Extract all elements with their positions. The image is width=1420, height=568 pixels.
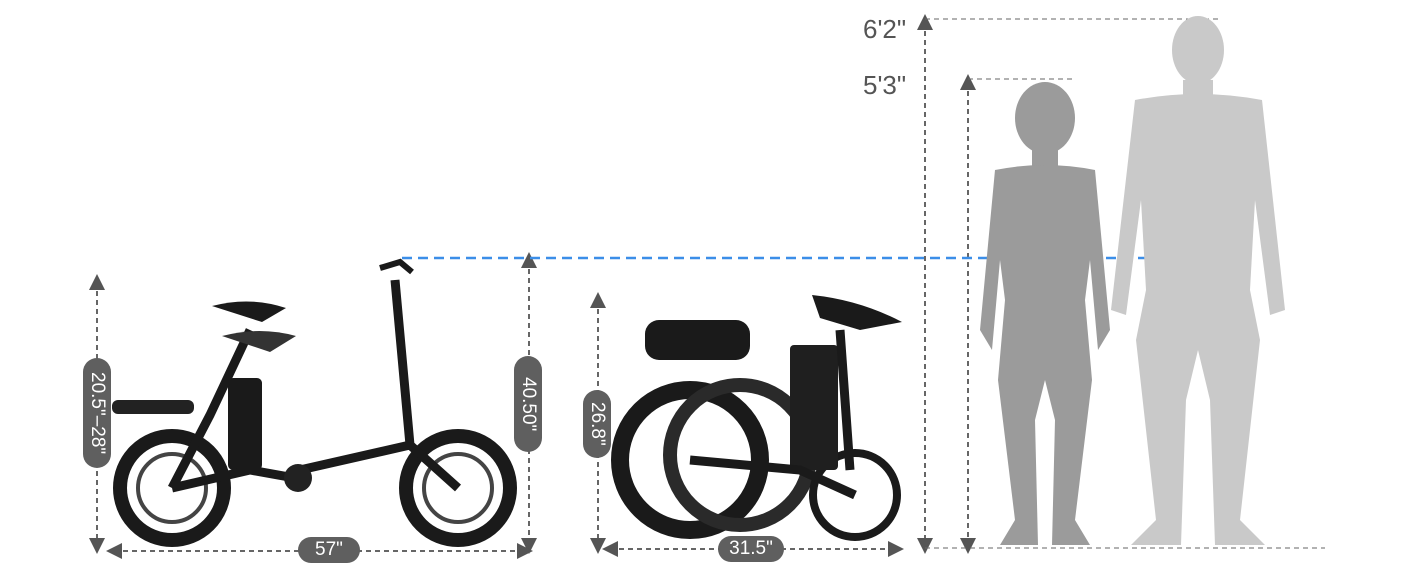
- bike-height-badge: 40.50": [514, 356, 542, 452]
- woman-silhouette: [980, 82, 1110, 545]
- ebike-unfolded: [112, 258, 517, 547]
- short-person-height: 5'3": [863, 70, 907, 100]
- seat-height-badge: 20.5"–28": [83, 358, 111, 468]
- tall-person-height: 6'2": [863, 14, 907, 44]
- dimension-lines: [89, 14, 1325, 559]
- man-silhouette: [1111, 16, 1285, 545]
- ebike-folded: [611, 295, 902, 541]
- folded-length-badge: 31.5": [718, 536, 784, 562]
- folded-height-badge: 26.8": [583, 390, 611, 458]
- bike-length-badge: 57": [298, 537, 360, 563]
